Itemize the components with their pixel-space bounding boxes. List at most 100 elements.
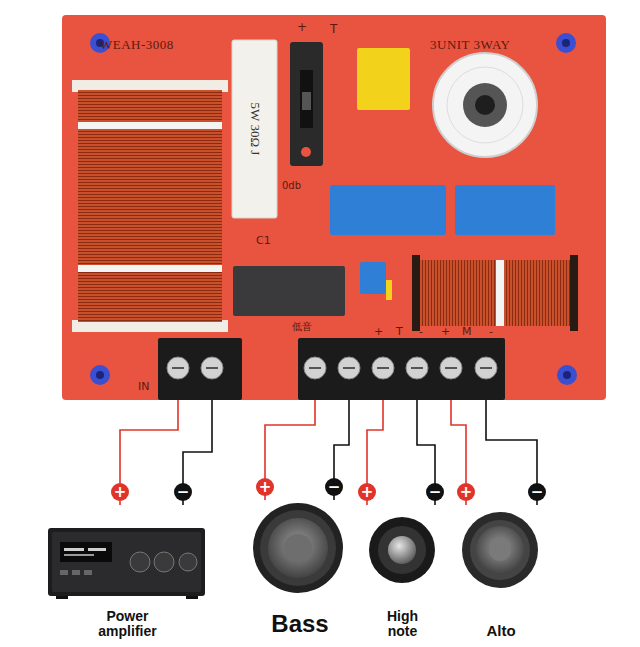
attenuator-switch [300,70,313,128]
alto-speaker-icon [470,520,530,580]
attenuator-switch [290,42,323,166]
grey-capacitor [233,266,345,316]
alto-speaker-icon [462,512,538,588]
mounting-screw [562,39,570,47]
tweeter-speaker: High note [355,505,450,642]
terminal-mark: + [374,325,383,338]
component-ref: C1 [256,234,271,247]
terminal-mark: M [462,325,472,338]
alto-speaker-icon [462,512,538,588]
input-mark: IN [138,380,149,393]
pcb-board [62,15,606,400]
terminal-block [298,338,505,400]
power-amplifier-icon [130,552,150,572]
power-amplifier-icon [48,528,205,599]
polarity-mark: − [325,478,343,496]
pcb-board [62,15,606,400]
power-amplifier-icon [72,570,80,575]
mounting-screw [557,365,577,385]
attenuator-switch [290,42,323,166]
tweeter-icon [369,517,435,583]
power-amplifier: Power amplifier [45,505,210,642]
bass-inductor-coil [78,90,222,322]
terminal-block [158,338,242,400]
terminal-mark: T [330,22,337,36]
output-mark: 低音 [292,321,312,333]
polarity-mark: + [358,483,376,501]
power-amplifier-icon [48,528,205,596]
blue-capacitor [386,280,392,300]
power-amplifier-icon [88,548,106,551]
cement-resistor [232,40,277,218]
polarity-mark: + [111,483,129,501]
toroid-inductor [433,53,537,157]
bass-speaker-icon [253,503,343,593]
terminal-mark: T [396,325,403,338]
bass-inductor-coil [72,80,228,332]
treble-inductor-coil [570,255,578,331]
device-label: Bass [252,611,348,638]
power-amplifier-icon [84,570,92,575]
treble-inductor-coil [412,255,420,331]
blue-capacitor [455,185,555,235]
power-amplifier-icon [56,596,68,599]
bass-speaker: Bass [250,500,350,640]
bass-speaker-icon [284,534,312,562]
power-amplifier-icon [179,553,197,571]
bass-speaker-icon [253,503,343,593]
grey-capacitor [233,266,345,316]
tweeter-icon [369,517,435,583]
terminal-block [158,338,505,400]
polarity-mark: + [457,483,475,501]
polarity-mark: + [256,478,274,496]
alto-speaker: Alto [452,505,550,642]
power-amplifier-icon [186,596,198,599]
terminal-mark: + [297,20,307,34]
crossover-board: WEAH-3008 3UNIT 3WAY [62,15,606,400]
yellow-capacitor [357,48,410,110]
toroid-inductor [475,95,495,115]
terminal-mark: + [441,325,450,338]
device-label: Power amplifier [82,609,174,640]
treble-inductor-coil [420,260,570,326]
alto-speaker-icon [489,539,511,561]
terminal-mark: - [489,325,493,338]
mounting-screw [556,33,576,53]
power-amplifier-icon [60,542,112,562]
tweeter-icon [378,526,426,574]
cement-resistor [232,40,277,218]
device-label: Alto [454,623,548,640]
polarity-mark: − [528,483,546,501]
power-amplifier-icon [64,548,84,551]
resistor-rating: 5W 30Ω J [248,103,263,156]
power-amplifier-icon [154,552,174,572]
bass-inductor-coil [78,122,222,129]
toroid-inductor [433,53,537,157]
terminal-block [172,367,492,369]
polarity-mark: − [174,483,192,501]
bass-speaker-icon [260,510,336,586]
mounting-screw [96,371,104,379]
power-amplifier-icon [52,532,201,592]
bass-inductor-coil [78,265,222,272]
toroid-inductor [447,67,523,143]
treble-inductor-coil [496,260,504,326]
terminal-mark: - [419,325,423,338]
power-amplifier-icon [60,570,68,575]
alto-speaker-icon [476,526,524,574]
board-print: WEAH-3008 [100,37,174,53]
bass-speaker-icon [268,518,328,578]
toroid-inductor [463,83,507,127]
attenuator-switch [301,147,311,157]
attenuator-switch [302,92,311,110]
device-label: High note [372,609,434,640]
blue-capacitor [360,262,386,294]
blue-capacitor [330,185,446,235]
tweeter-icon [388,536,416,564]
board-print: 3UNIT 3WAY [430,37,510,53]
yellow-capacitor [357,48,410,110]
treble-inductor-coil [412,255,578,331]
